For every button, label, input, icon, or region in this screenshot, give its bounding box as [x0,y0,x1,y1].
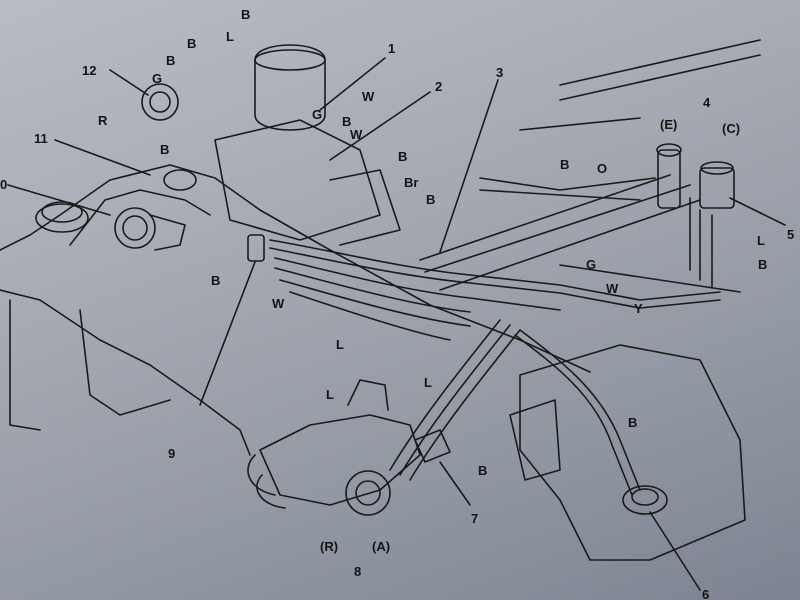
engine-block-outline [0,164,591,373]
label-6: 6 [702,587,710,600]
label-port-A: (A) [372,539,391,554]
hose-label-B: B [241,7,251,22]
hose-label-L: L [336,337,344,352]
distributor-body [259,414,421,506]
hose-label-L: L [326,387,334,402]
hose-label-L: L [226,29,234,44]
charcoal-canister [254,44,326,131]
valve-11 [163,169,197,191]
battery-box [519,344,746,561]
hose-label-B: B [398,149,408,164]
hose-label-B: B [166,53,176,68]
hose-label-Br: Br [404,175,419,190]
hose-label-B: B [160,142,170,157]
hose-label-L: L [757,233,765,248]
label-2: 2 [435,79,443,94]
hose-label-W: W [272,296,285,311]
label-port-C: (C) [722,121,741,136]
hose-label-W: W [362,89,375,104]
label-port-E: (E) [660,117,678,132]
hose-label-W: W [606,281,619,296]
sensor-6 [622,485,668,515]
hose-label-G: G [312,107,323,122]
hose-label-B: B [628,415,638,430]
label-5: 5 [787,227,795,242]
oil-filler-cap [35,203,89,233]
hose-label-B: B [211,273,221,288]
hose-label-G: G [152,71,163,86]
label-11: 11 [34,131,48,146]
hose-label-B: B [426,192,436,207]
hose-label-B: B [187,36,197,51]
hose-label-B: B [560,157,570,172]
hose-sleeve-7 [414,429,451,463]
hose-label-B: B [342,114,352,129]
hose-label-B: B [478,463,488,478]
hose-label-G: G [586,257,597,272]
actuator-8 [345,470,391,516]
vsv-E [657,149,681,209]
label-4: 4 [703,95,711,110]
vsv-C [699,167,735,209]
hose-label-O: O [597,161,608,176]
label-3: 3 [496,65,504,80]
hose-label-W: W [350,127,363,142]
actuator-10 [114,207,156,249]
hose-label-B: B [758,257,768,272]
label-9: 9 [168,446,176,461]
label-12: 12 [82,63,97,78]
hose-label-Y: Y [634,301,643,316]
label-port-R: (R) [320,539,339,554]
label-0: 0 [0,177,8,192]
label-1: 1 [388,41,396,56]
label-7: 7 [471,511,479,526]
valve-12 [141,83,179,121]
label-8: 8 [354,564,362,579]
hose-label-R: R [98,113,108,128]
fitting-9 [247,234,265,262]
hose-label-L: L [424,375,432,390]
